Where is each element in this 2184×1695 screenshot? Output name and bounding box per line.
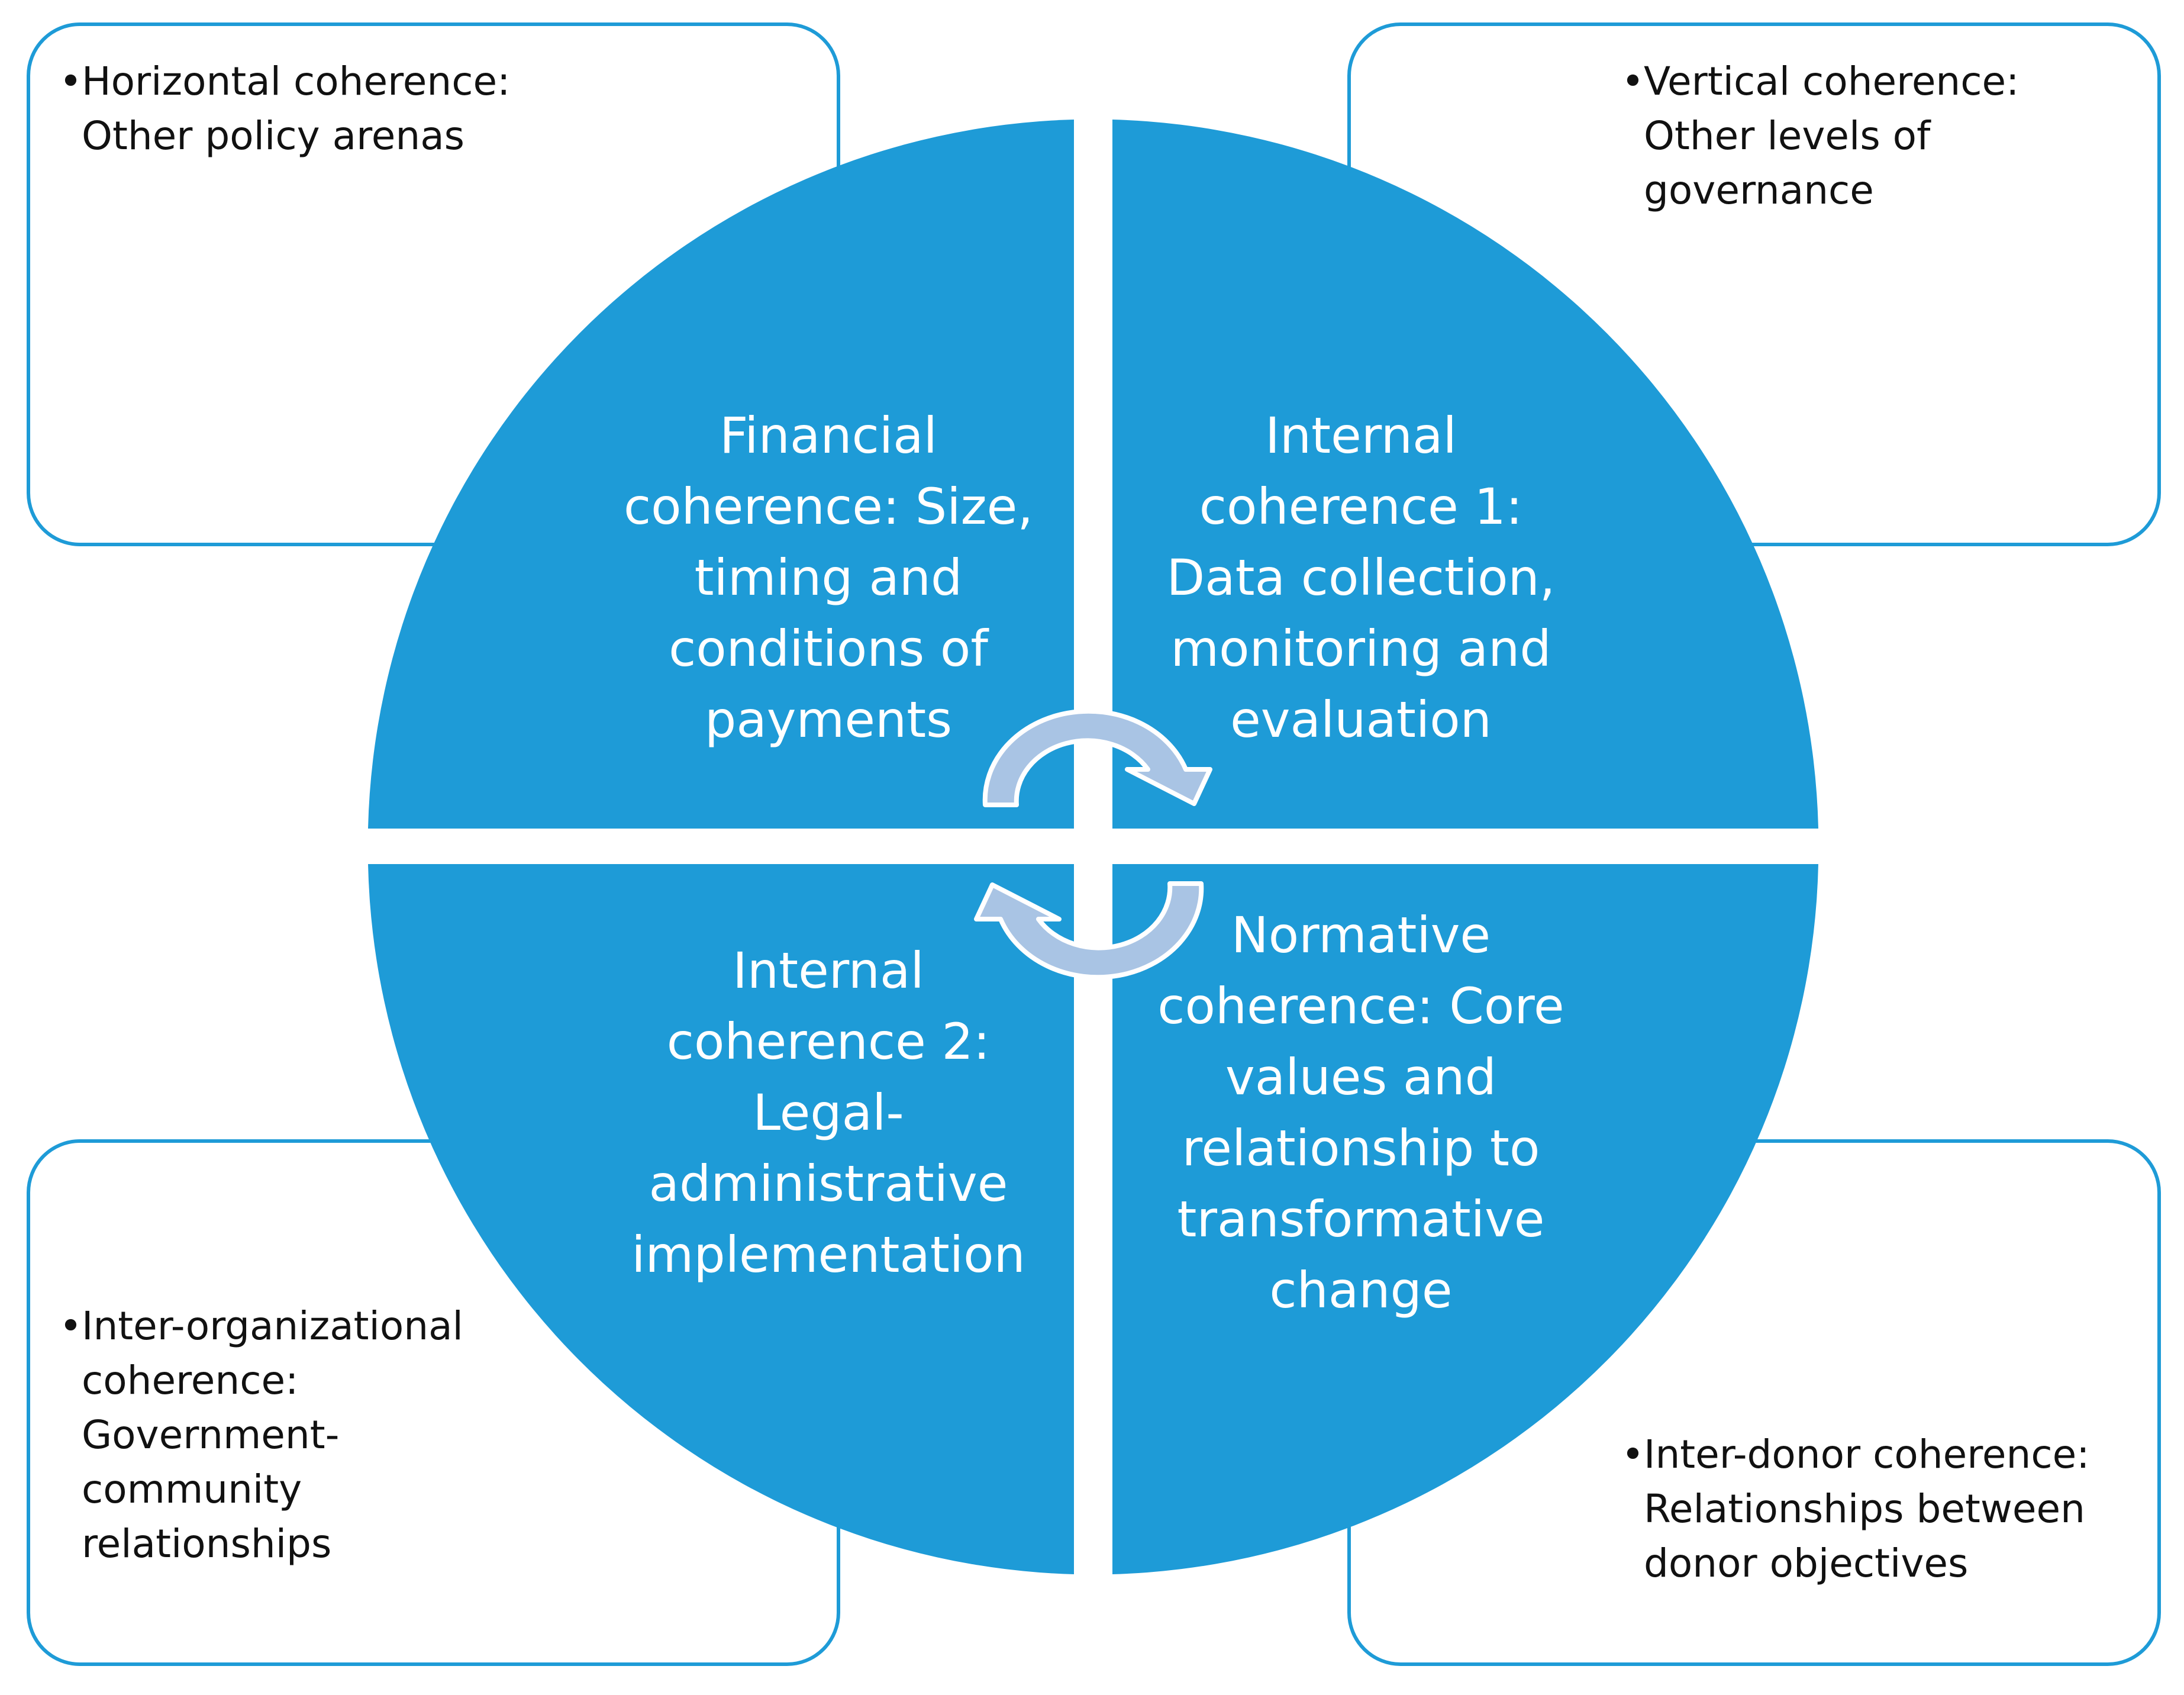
quadrant-top-left: [368, 120, 1074, 829]
curved-arrow-clockwise-bottom-icon: [974, 881, 1204, 980]
label-financial-coherence: Financial coherence: Size, timing and co…: [623, 407, 1034, 749]
quadrant-top-right: [1112, 120, 1818, 829]
label-internal-coherence-1: Internal coherence 1: Data collection, m…: [1166, 407, 1556, 749]
bullet-icon: •: [1621, 1432, 1644, 1477]
text-inter-donor-coherence: • Inter-donor coherence: Relationships b…: [1621, 1427, 2089, 1591]
box-text-content: Inter-organizational coherence: Governme…: [82, 1303, 463, 1567]
bullet-icon: •: [59, 59, 82, 104]
text-horizontal-coherence: • Horizontal coherence: Other policy are…: [59, 54, 510, 163]
quadrant-bottom-left: [368, 864, 1074, 1574]
box-text-content: Vertical coherence: Other levels of gove…: [1644, 59, 2020, 213]
box-text-content: Horizontal coherence: Other policy arena…: [82, 59, 511, 159]
box-text-content: Inter-donor coherence: Relationships bet…: [1644, 1432, 2090, 1586]
label-internal-coherence-2: Internal coherence 2: Legal- administrat…: [631, 942, 1025, 1284]
label-normative-coherence: Normative coherence: Core values and rel…: [1157, 906, 1564, 1319]
bullet-icon: •: [1621, 59, 1644, 104]
quadrant-bottom-right: [1112, 864, 1818, 1574]
curved-arrow-clockwise-top-icon: [982, 708, 1212, 807]
text-vertical-coherence: • Vertical coherence: Other levels of go…: [1621, 54, 2019, 218]
bullet-icon: •: [59, 1303, 82, 1349]
text-inter-organizational-coherence: • Inter-organizational coherence: Govern…: [59, 1299, 463, 1571]
